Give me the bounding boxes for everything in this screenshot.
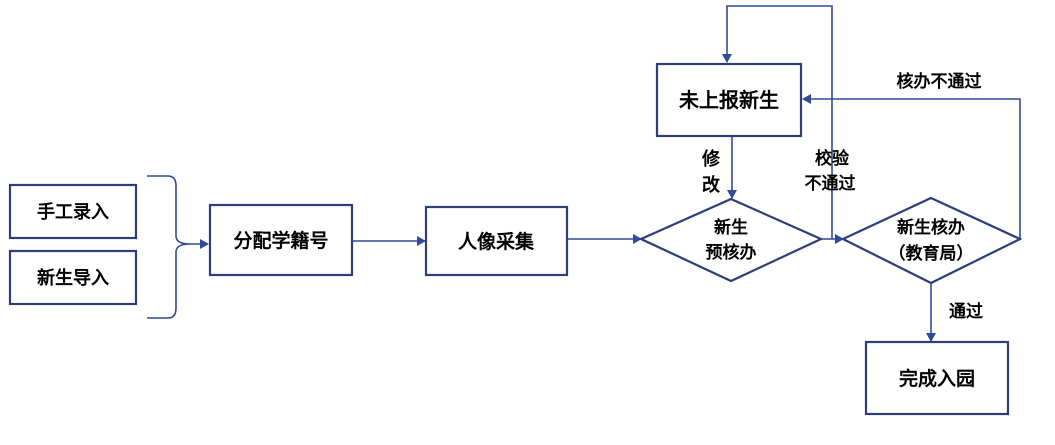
photo-collect-box bbox=[424, 205, 569, 277]
pre-check-label-line1: 新生 bbox=[714, 217, 748, 238]
import-new-box bbox=[8, 249, 138, 306]
pre-check-label-line2: 预核办 bbox=[706, 242, 757, 263]
unreported-label: 未上报新生 bbox=[679, 88, 779, 112]
manual-entry-box bbox=[8, 183, 138, 240]
assign-id-box bbox=[208, 203, 354, 277]
verify-fail-label-line1: 校验 bbox=[815, 148, 850, 169]
import-new-label: 新生导入 bbox=[37, 267, 109, 289]
complete-box bbox=[864, 340, 1010, 416]
complete-label: 完成入园 bbox=[899, 367, 975, 390]
verify-fail-label-line2: 不通过 bbox=[805, 174, 856, 194]
manual-entry-label: 手工录入 bbox=[37, 201, 109, 223]
modify-label-line1: 修 bbox=[701, 148, 721, 170]
bureau-check-label-line2: （教育局） bbox=[889, 243, 974, 264]
brace-connector bbox=[147, 175, 191, 319]
bureau-check-diamond bbox=[840, 196, 1023, 285]
arrow-check-fail-loop bbox=[802, 94, 1021, 239]
nodes bbox=[8, 62, 1023, 416]
check-fail-label: 核办不通过 bbox=[897, 71, 982, 92]
pass-label: 通过 bbox=[949, 302, 983, 322]
arrow-verify-fail-loop bbox=[722, 5, 833, 239]
bureau-check-label-line1: 新生核办 bbox=[897, 217, 965, 238]
photo-collect-label: 人像采集 bbox=[458, 230, 535, 253]
unreported-box bbox=[655, 62, 803, 138]
pre-check-diamond bbox=[638, 197, 824, 283]
assign-id-label: 分配学籍号 bbox=[233, 229, 328, 252]
connectors bbox=[147, 5, 1021, 342]
modify-label-line2: 改 bbox=[702, 174, 721, 196]
